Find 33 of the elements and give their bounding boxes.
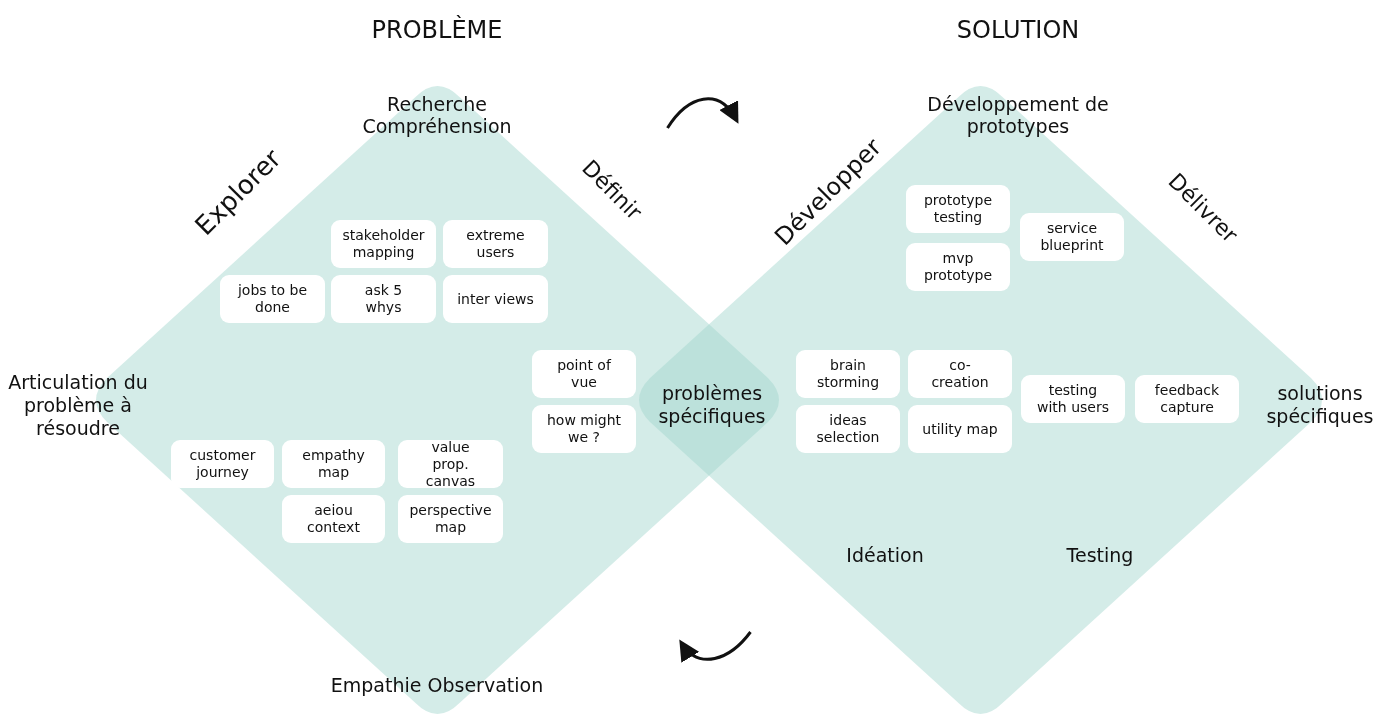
- method-card: testing with users: [1021, 375, 1125, 423]
- method-card: stakeholder mapping: [331, 220, 436, 268]
- phase-label: Idéation: [845, 544, 925, 566]
- method-card: how might we ?: [532, 405, 636, 453]
- phase-label: Empathie Observation: [329, 674, 545, 696]
- method-card: extreme users: [443, 220, 548, 268]
- method-card: mvp prototype: [906, 243, 1010, 291]
- method-card: perspective map: [398, 495, 503, 543]
- phase-label: Testing: [1065, 544, 1135, 566]
- method-card: brain storming: [796, 350, 900, 398]
- method-card: service blueprint: [1020, 213, 1124, 261]
- heading: PROBLÈME: [371, 16, 503, 44]
- method-card: inter views: [443, 275, 548, 323]
- method-card: ideas selection: [796, 405, 900, 453]
- tip-label: solutions spécifiques: [1265, 382, 1375, 428]
- method-card: jobs to be done: [220, 275, 325, 323]
- overlap-label: problèmes spécifiques: [657, 382, 767, 428]
- curved-arrow: [666, 97, 739, 129]
- method-card: feedback capture: [1135, 375, 1239, 423]
- phase-label: Développement de prototypes: [926, 93, 1110, 137]
- method-card: utility map: [908, 405, 1012, 453]
- phase-label: Recherche Compréhension: [361, 93, 513, 137]
- method-card: co-creation: [908, 350, 1012, 398]
- method-card: aeiou context: [282, 495, 385, 543]
- method-card: prototype testing: [906, 185, 1010, 233]
- curved-arrow: [679, 631, 752, 663]
- method-card: ask 5 whys: [331, 275, 436, 323]
- method-card: customer journey: [171, 440, 274, 488]
- method-card: empathy map: [282, 440, 385, 488]
- method-card: point of vue: [532, 350, 636, 398]
- tip-label: Articulation du problème à résoudre: [7, 370, 149, 440]
- method-card: value prop. canvas: [398, 440, 503, 488]
- heading: SOLUTION: [956, 16, 1080, 44]
